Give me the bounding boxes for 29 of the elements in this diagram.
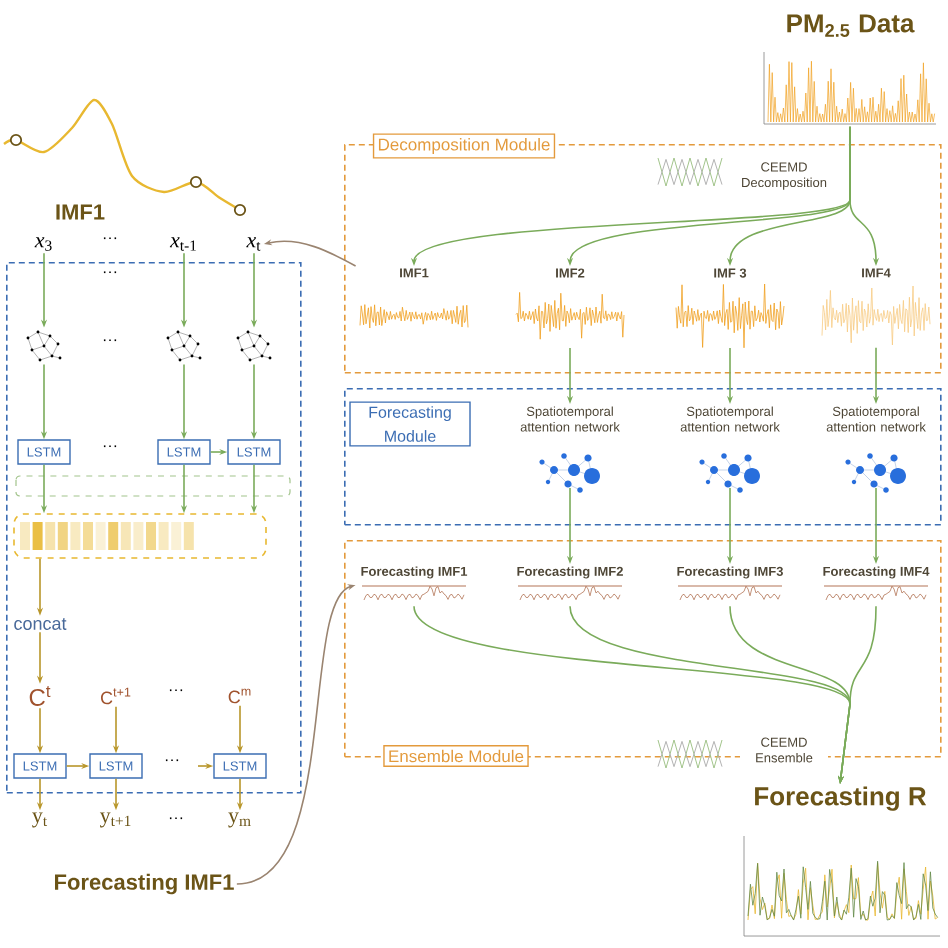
graph-icon [236, 330, 272, 362]
ellipsis: ··· [103, 271, 117, 274]
graph-icon [166, 330, 202, 362]
output-title: Forecasting IMF1 [55, 873, 234, 895]
variable-label: x$_{t}$ [246, 237, 261, 251]
ellipsis: ··· [103, 237, 117, 240]
variable-label: x$_{t-1}$ [169, 237, 196, 251]
attention-bar [13, 513, 267, 559]
data-chart: PM$_{2.5}$ Data [763, 14, 937, 125]
output-label: y$_{t+1}$ [99, 812, 131, 828]
ellipsis: ··· [103, 445, 117, 448]
operation-label: concat [14, 618, 67, 630]
variable-label: x$_{3}$ [34, 237, 52, 251]
ellipsis: ··· [169, 817, 183, 820]
module-frame [6, 262, 302, 794]
context-label: C$^{m}$ [228, 688, 251, 704]
ellipsis: ··· [169, 689, 183, 692]
output-label: y$_{m}$ [228, 812, 251, 828]
series-label: IMF1 [56, 204, 105, 220]
forecast-chart: Forecasting R [743, 786, 941, 937]
module-title: Forecasting Module [349, 401, 471, 447]
ellipsis: ··· [165, 759, 179, 762]
output-label: y$_{t}$ [32, 812, 48, 828]
context-label: C$^{t}$ [29, 686, 51, 706]
module-title: Decomposition Module [372, 133, 556, 159]
module-title: Ensemble Module [383, 745, 529, 767]
ellipsis: ··· [103, 339, 117, 342]
context-label: C$^{t+1}$ [101, 687, 131, 705]
graph-icon [26, 330, 62, 362]
